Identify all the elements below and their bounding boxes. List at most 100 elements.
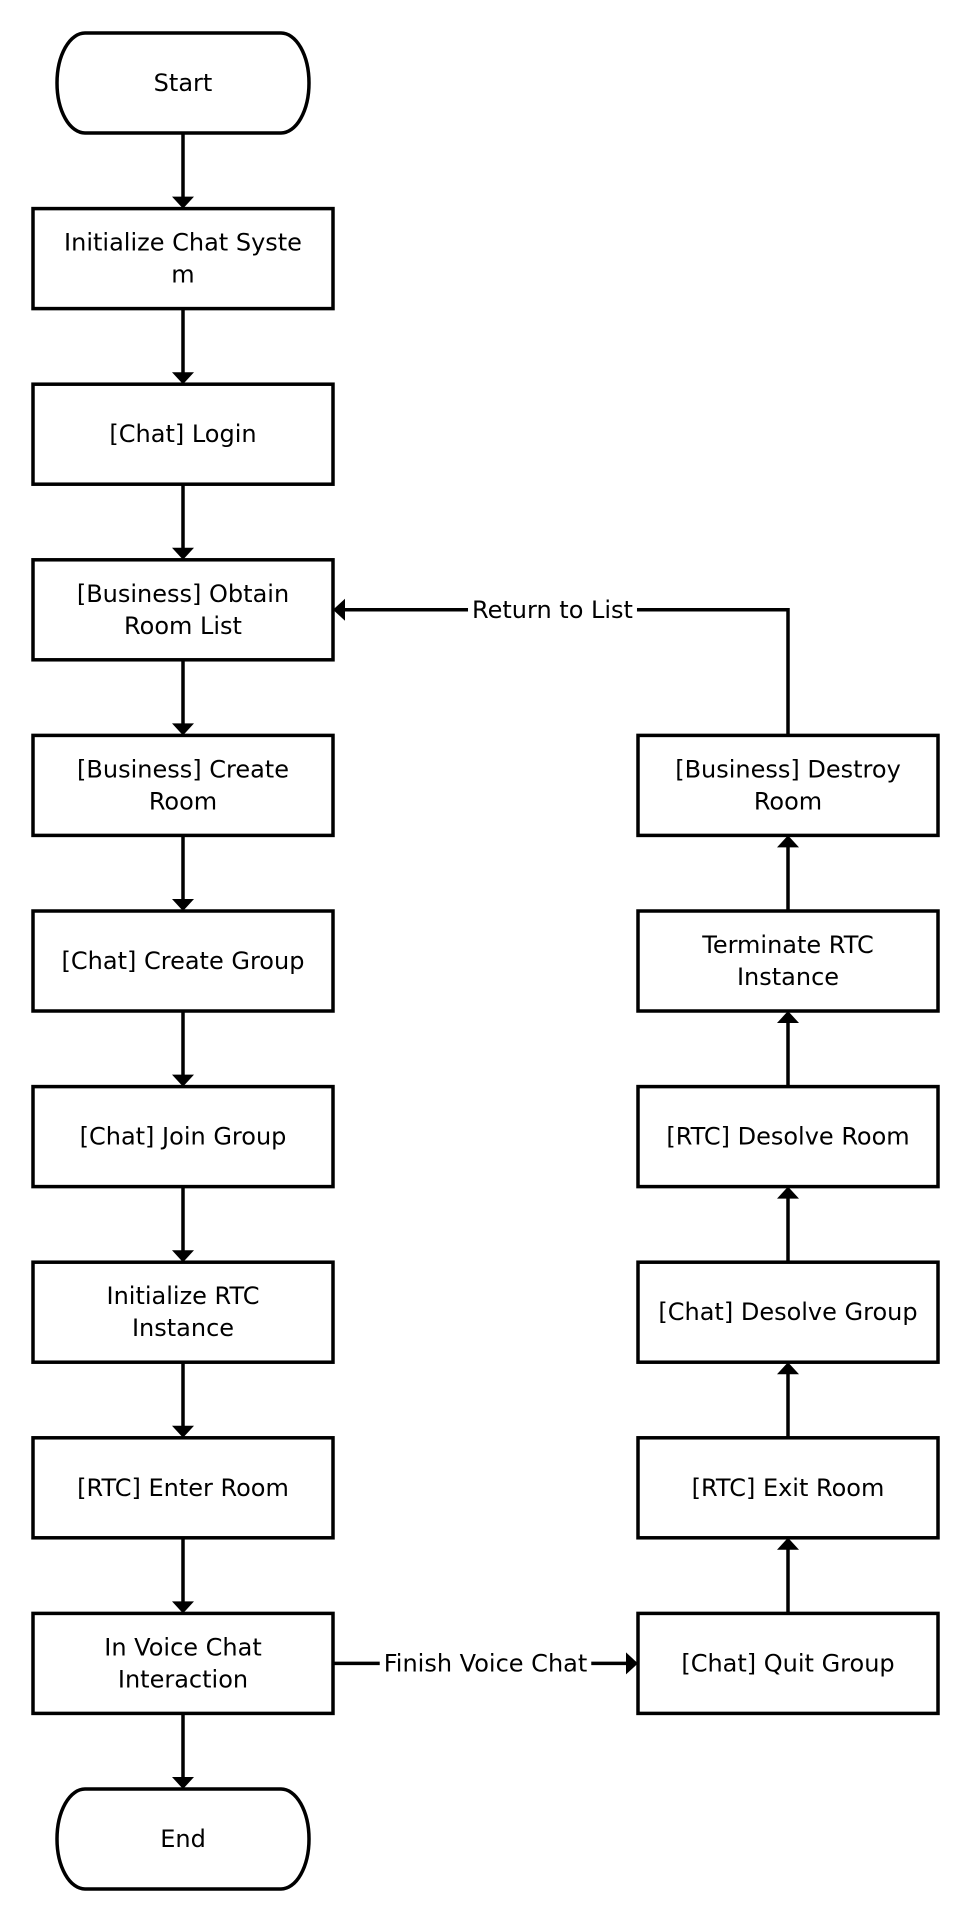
edge-label-background <box>468 594 637 625</box>
node-label-line: [Business] Destroy <box>675 755 901 783</box>
node-label-line: Room List <box>124 612 242 640</box>
node-init-rtc: Initialize RTC Instance <box>31 1260 335 1364</box>
node-join-group: [Chat] Join Group <box>31 1084 335 1189</box>
process-box <box>636 733 940 838</box>
arrow-head <box>172 1601 194 1614</box>
node-label-line: Terminate RTC <box>701 931 874 959</box>
node-label-line: m <box>171 261 194 289</box>
edge-label-text: Finish Voice Chat <box>384 1649 588 1677</box>
node-label-line: [Chat] Create Group <box>62 947 305 975</box>
edge-label: Return to List <box>468 594 637 625</box>
arrow-head <box>172 547 194 560</box>
arrow-head <box>333 598 345 621</box>
arrow-head <box>172 1250 194 1263</box>
edge-quit-group-to-exit-room <box>777 1537 799 1614</box>
edge-terminate-rtc-to-destroy-room <box>777 835 799 911</box>
edge-start-to-init-chat <box>172 133 194 209</box>
process-box <box>31 558 335 662</box>
arrow-head <box>172 723 194 736</box>
node-label-line: Initialize Chat Syste <box>64 229 302 257</box>
arrow-head <box>172 196 194 209</box>
process-box <box>636 1084 940 1189</box>
node-start: Start <box>55 31 311 135</box>
process-box <box>31 1436 335 1540</box>
edge-line <box>344 608 790 736</box>
node-desolve-room: [RTC] Desolve Room <box>636 1084 940 1189</box>
node-chat-login: [Chat] Login <box>31 382 335 486</box>
arrow-head <box>172 1777 194 1789</box>
edge-obtain-room-list-to-create-room <box>172 659 194 736</box>
process-box <box>31 1611 335 1716</box>
node-label-line: Room <box>754 787 822 815</box>
process-box <box>636 1260 940 1364</box>
node-label-line: Interaction <box>118 1665 248 1693</box>
process-box <box>31 206 335 311</box>
node-enter-room: [RTC] Enter Room <box>31 1436 335 1540</box>
node-label-line: Instance <box>737 963 839 991</box>
terminal-shape <box>55 1787 311 1891</box>
process-box <box>31 382 335 486</box>
node-desolve-group: [Chat] Desolve Group <box>636 1260 940 1364</box>
edge-voice-chat-to-end <box>172 1713 194 1789</box>
edge-exit-room-to-desolve-group <box>777 1362 799 1438</box>
edge-init-chat-to-chat-login <box>172 308 194 385</box>
edge-init-rtc-to-enter-room <box>172 1362 194 1438</box>
node-label-line: [RTC] Enter Room <box>77 1474 289 1502</box>
process-box <box>31 909 335 1013</box>
edge-desolve-group-to-desolve-room <box>777 1186 799 1263</box>
node-label-line: Start <box>154 69 213 97</box>
arrow-head <box>172 1074 194 1087</box>
node-quit-group: [Chat] Quit Group <box>636 1611 940 1716</box>
edge-create-room-to-create-group <box>172 835 194 911</box>
process-box <box>636 1436 940 1540</box>
node-label-line: [Chat] Quit Group <box>681 1649 894 1677</box>
edge-label-background <box>379 1648 592 1679</box>
arrow-head <box>777 835 799 848</box>
process-box <box>636 1611 940 1716</box>
arrow-head <box>172 899 194 911</box>
node-terminate-rtc: Terminate RTC Instance <box>636 909 940 1013</box>
arrow-head <box>777 1362 799 1375</box>
edge-label-text: Return to List <box>472 596 633 624</box>
process-box <box>636 909 940 1013</box>
arrow-head <box>172 372 194 385</box>
process-box <box>31 1260 335 1364</box>
arrow-head <box>777 1537 799 1550</box>
process-box <box>31 1084 335 1189</box>
edge-label: Finish Voice Chat <box>379 1648 592 1679</box>
arrow-head <box>626 1652 638 1675</box>
edge-enter-room-to-voice-chat <box>172 1537 194 1614</box>
node-label-line: [Chat] Join Group <box>80 1123 287 1151</box>
arrow-head <box>172 1425 194 1438</box>
edge-create-group-to-join-group <box>172 1011 194 1087</box>
node-label-line: Room <box>149 787 217 815</box>
node-label-line: [RTC] Exit Room <box>692 1474 885 1502</box>
edge-join-group-to-init-rtc <box>172 1186 194 1263</box>
node-label-line: [Chat] Login <box>109 420 256 448</box>
edge-chat-login-to-obtain-room-list <box>172 484 194 560</box>
edge-labels-layer: Finish Voice Chat Return to List <box>379 594 637 1679</box>
node-label-line: Initialize RTC <box>106 1282 259 1310</box>
node-label-line: [Business] Obtain <box>77 580 289 608</box>
node-end: End <box>55 1787 311 1891</box>
node-label-line: In Voice Chat <box>104 1633 262 1661</box>
process-box <box>31 733 335 838</box>
node-label-line: [RTC] Desolve Room <box>666 1123 909 1151</box>
node-init-chat: Initialize Chat Syste m <box>31 206 335 311</box>
node-exit-room: [RTC] Exit Room <box>636 1436 940 1540</box>
node-label-line: [Chat] Desolve Group <box>658 1298 917 1326</box>
edge-desolve-room-to-terminate-rtc <box>777 1011 799 1087</box>
node-label-line: [Business] Create <box>77 755 289 783</box>
node-label-line: End <box>160 1825 206 1853</box>
arrow-head <box>777 1186 799 1199</box>
node-create-group: [Chat] Create Group <box>31 909 335 1013</box>
terminal-shape <box>55 31 311 135</box>
node-label-line: Instance <box>132 1314 234 1342</box>
arrow-head <box>777 1011 799 1023</box>
